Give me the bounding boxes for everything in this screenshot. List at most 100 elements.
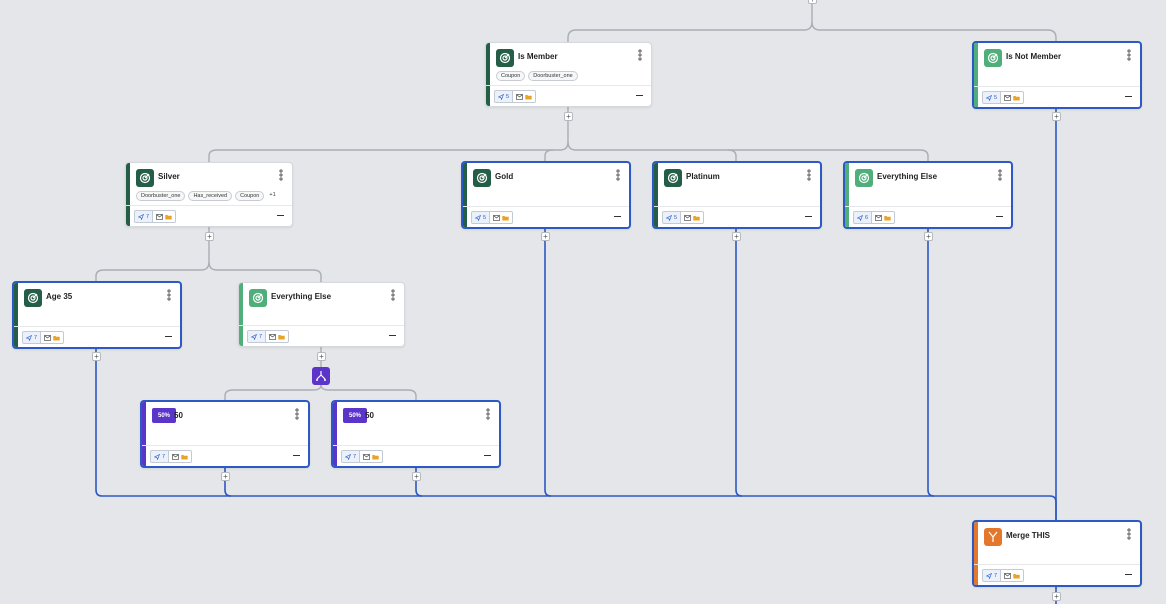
node-stats[interactable]: 5 [494,90,537,103]
node-title: Is Not Member [1006,52,1062,61]
folder-icon [693,215,700,220]
send-count: 5 [983,92,1002,103]
send-count-value: 7 [146,213,150,220]
mail-icon [493,214,500,221]
kebab-icon[interactable] [294,408,300,420]
node-stats[interactable]: 7 [22,331,65,344]
collapse-button[interactable] [996,216,1003,218]
kebab-icon[interactable] [1126,49,1132,61]
add-step-button[interactable]: + [412,472,421,481]
add-step-button[interactable]: + [732,232,741,241]
add-step-button[interactable]: + [317,352,326,361]
node-stats[interactable]: 5 [471,211,514,224]
collapse-button[interactable] [805,216,812,218]
merge-node[interactable]: Merge THIS 7 [972,520,1142,587]
split-path-node-b[interactable]: 50% 50 7 [331,400,501,468]
split-node[interactable] [312,367,330,385]
node-stats[interactable]: 7 [134,210,177,223]
add-step-button[interactable]: + [924,232,933,241]
send-count: 5 [495,91,514,102]
tag: Coupon [496,71,526,81]
segment-node-everything-else[interactable]: Everything Else 6 [843,161,1013,229]
node-stats[interactable]: 6 [853,211,896,224]
node-title: Gold [495,172,514,181]
node-stats[interactable]: 7 [247,330,290,343]
segment-node-gold[interactable]: Gold 5 [461,161,631,229]
add-step-button[interactable]: + [221,472,230,481]
collapse-button[interactable] [1125,574,1132,576]
collapse-button[interactable] [293,455,300,457]
target-icon [136,169,154,187]
send-icon [138,213,144,220]
add-step-button[interactable]: + [92,352,101,361]
target-icon [855,169,873,187]
message-types [681,212,703,223]
node-stats[interactable]: 7 [150,450,193,463]
mail-icon [684,214,691,221]
kebab-icon[interactable] [485,408,491,420]
kebab-icon[interactable] [997,169,1003,181]
mail-icon [363,453,370,460]
node-stats[interactable]: 5 [662,211,705,224]
collapse-button[interactable] [636,95,643,97]
add-step-button[interactable]: + [808,0,817,4]
node-stats[interactable]: 7 [982,569,1025,582]
message-types [41,332,63,343]
target-icon [496,49,514,67]
add-step-button[interactable]: + [541,232,550,241]
collapse-button[interactable] [614,216,621,218]
segment-node-silver[interactable]: Silver Doorbuster_one Has_received Coupo… [125,162,293,227]
segment-node-is-not-member[interactable]: Is Not Member 5 [972,41,1142,109]
node-color-bar [463,163,467,227]
tag: Has_received [188,191,233,201]
segment-node-age-35[interactable]: Age 35 7 [12,281,182,349]
add-step-button[interactable]: + [1052,592,1061,601]
segment-node-everything-else-2[interactable]: Everything Else 7 [238,282,405,347]
mail-icon [1004,572,1011,579]
connector-gray [224,384,322,401]
kebab-icon[interactable] [1126,528,1132,540]
kebab-icon[interactable] [806,169,812,181]
node-stats[interactable]: 7 [341,450,384,463]
segment-node-is-member[interactable]: Is Member Coupon Doorbuster_one 5 [485,42,652,107]
message-types [153,211,175,222]
collapse-button[interactable] [484,455,491,457]
send-count-value: 7 [162,453,166,460]
collapse-button[interactable] [1125,96,1132,98]
message-types [1001,570,1023,581]
send-count-value: 7 [994,572,998,579]
split-path-node-a[interactable]: 50% 50 7 [140,400,310,468]
kebab-icon[interactable] [615,169,621,181]
add-step-button[interactable]: + [205,232,214,241]
folder-icon [525,94,532,99]
node-color-bar [142,402,146,466]
mail-icon [1004,94,1011,101]
kebab-icon[interactable] [390,289,396,301]
node-footer: 7 [126,205,292,226]
node-footer: 5 [486,85,651,106]
node-footer: 7 [974,564,1140,585]
add-step-button[interactable]: + [1052,112,1061,121]
send-count: 7 [983,570,1002,581]
segment-node-platinum[interactable]: Platinum 5 [652,161,822,229]
kebab-icon[interactable] [278,169,284,181]
send-count-value: 6 [865,214,869,221]
node-stats[interactable]: 5 [982,91,1025,104]
mail-icon [269,333,276,340]
collapse-button[interactable] [277,215,284,217]
folder-icon [884,215,891,220]
kebab-icon[interactable] [166,289,172,301]
send-count-value: 5 [994,94,998,101]
more-tags[interactable]: +1 [269,192,276,198]
message-types [266,331,288,342]
collapse-button[interactable] [165,336,172,338]
connector-gray [727,149,737,162]
kebab-icon[interactable] [637,49,643,61]
mail-icon [875,214,882,221]
add-step-button[interactable]: + [564,112,573,121]
node-color-bar [486,43,490,106]
collapse-button[interactable] [389,335,396,337]
target-icon [664,169,682,187]
node-color-bar [974,522,978,585]
